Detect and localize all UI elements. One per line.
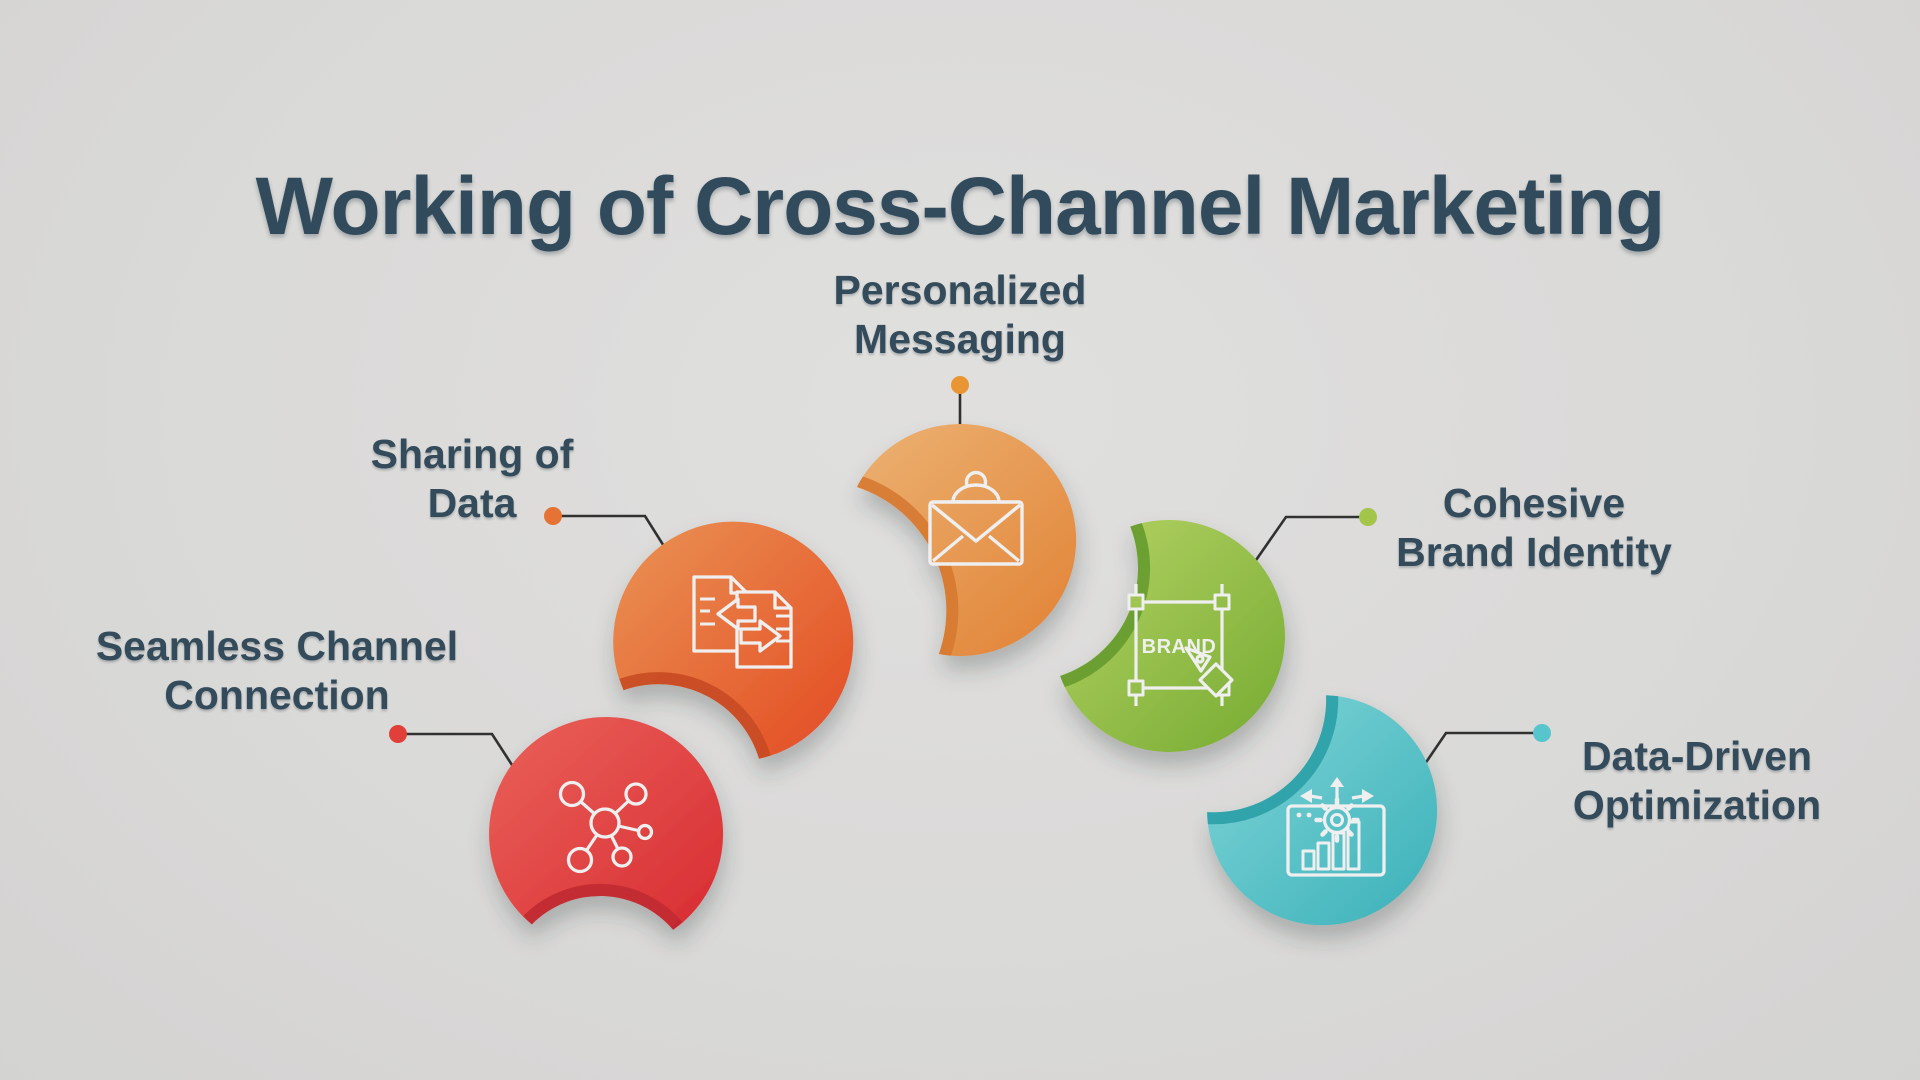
blob-seamless-channel-connection bbox=[489, 716, 724, 930]
label-seamless-channel-connection: Seamless Channel Connection bbox=[95, 623, 459, 718]
connector-seamless-channel-connection bbox=[398, 732, 525, 783]
blob-data-driven-optimization bbox=[1207, 695, 1438, 926]
blob-fold-shadow bbox=[523, 884, 683, 930]
dot-personalized-messaging bbox=[951, 376, 969, 394]
blob-personalized-messaging bbox=[856, 423, 1077, 656]
dot-seamless-channel-connection bbox=[389, 725, 407, 743]
blob-cohesive-brand-identity: BRAND bbox=[1060, 519, 1285, 752]
label-cohesive-brand-identity: Cohesive Brand Identity bbox=[1396, 480, 1672, 575]
blob-sharing-of-data bbox=[613, 521, 854, 759]
label-sharing-of-data: Sharing of Data bbox=[370, 431, 574, 526]
label-personalized-messaging: Personalized Messaging bbox=[833, 267, 1087, 362]
label-data-driven-optimization: Data-Driven Optimization bbox=[1572, 733, 1822, 828]
page-title: Working of Cross-Channel Marketing bbox=[255, 160, 1666, 252]
